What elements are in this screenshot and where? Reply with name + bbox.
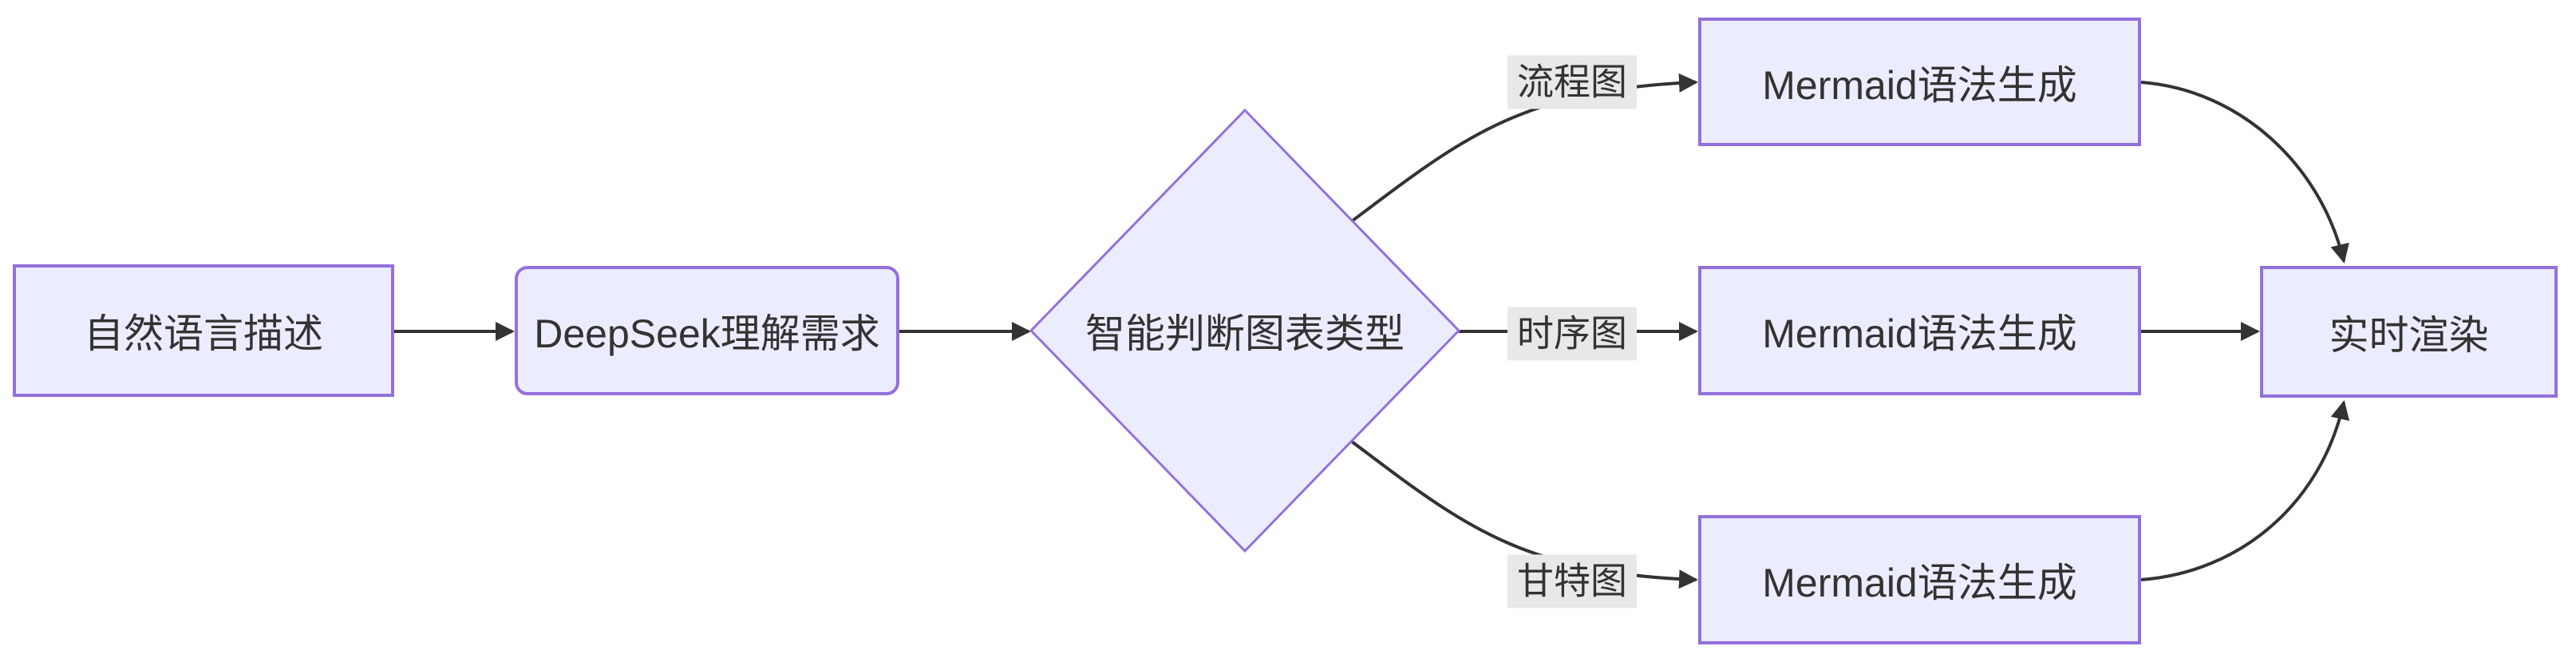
node-natural-language-input-label: 自然语言描述 bbox=[84, 311, 323, 356]
node-mermaid-gen-sequence: Mermaid语法生成 bbox=[1698, 266, 2141, 395]
node-mermaid-gen-gantt-label: Mermaid语法生成 bbox=[1762, 561, 2077, 605]
edge-gen-flowchart-to-render bbox=[2140, 81, 2349, 264]
decision-diamond-shape bbox=[1029, 108, 1461, 553]
node-realtime-render: 实时渲染 bbox=[2260, 266, 2558, 398]
node-decision-chart-type-label: 智能判断图表类型 bbox=[1085, 311, 1405, 356]
edge-gen-gantt-to-render bbox=[2140, 400, 2350, 581]
node-natural-language-input: 自然语言描述 bbox=[13, 264, 394, 397]
node-deepseek-understand: DeepSeek理解需求 bbox=[515, 266, 899, 395]
node-mermaid-gen-gantt: Mermaid语法生成 bbox=[1698, 515, 2141, 644]
node-realtime-render-label: 实时渲染 bbox=[2329, 312, 2489, 358]
node-mermaid-gen-flowchart: Mermaid语法生成 bbox=[1698, 18, 2141, 146]
edge-label-sequence: 时序图 bbox=[1507, 307, 1637, 361]
node-decision-chart-type: 智能判断图表类型 bbox=[1031, 110, 1459, 551]
edge-label-gantt: 甘特图 bbox=[1507, 554, 1637, 609]
edge-label-flowchart: 流程图 bbox=[1507, 55, 1637, 109]
node-mermaid-gen-sequence-label: Mermaid语法生成 bbox=[1762, 311, 2077, 356]
node-mermaid-gen-flowchart-label: Mermaid语法生成 bbox=[1762, 62, 2077, 108]
node-deepseek-understand-label: DeepSeek理解需求 bbox=[534, 311, 880, 356]
